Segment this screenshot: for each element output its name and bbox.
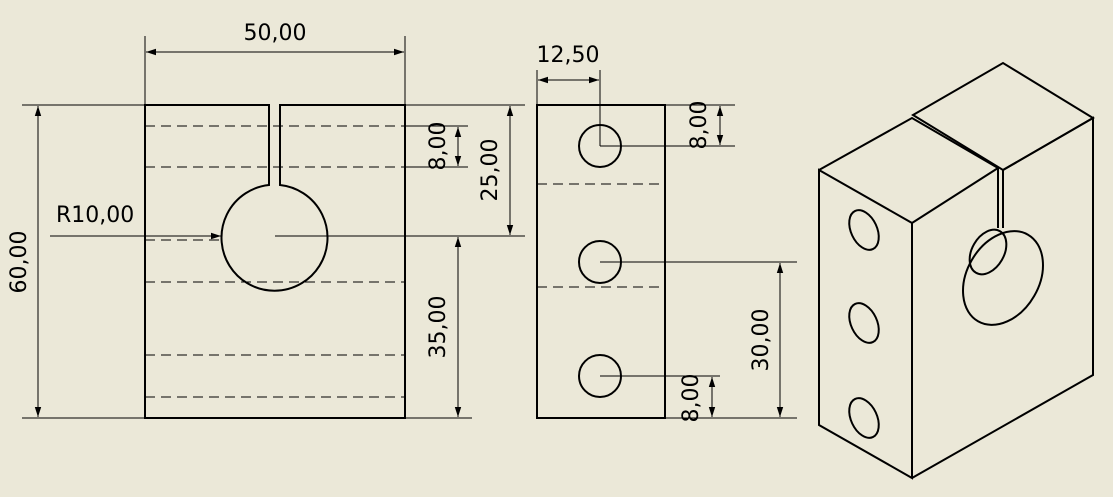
dim-slot-top-hole: 8,00 xyxy=(426,122,451,171)
isometric-view xyxy=(818,61,1095,480)
iso-bore-inner xyxy=(968,228,1008,276)
iso-bore-outer xyxy=(962,230,1044,326)
dim-side-offset: 12,50 xyxy=(537,43,600,68)
iso-right-face xyxy=(911,116,1094,479)
front-view: 50,00 60,00 R10,00 8,00 25,00 35,00 xyxy=(7,21,525,419)
dim-side-bottom-hole: 8,00 xyxy=(679,374,704,423)
iso-left-face xyxy=(818,168,913,480)
dim-front-width: 50,00 xyxy=(244,21,307,46)
front-view-outline xyxy=(144,104,406,419)
iso-top-face-left xyxy=(818,116,1000,224)
side-view: 12,50 8,00 8,00 30,00 xyxy=(536,43,797,423)
iso-side-hole-bottom xyxy=(848,397,880,439)
iso-side-hole-top xyxy=(848,209,880,251)
dim-side-top-hole: 8,00 xyxy=(687,101,712,150)
dim-side-mid-hole: 30,00 xyxy=(749,309,774,372)
dim-front-height: 60,00 xyxy=(7,231,32,294)
iso-top-face-right xyxy=(911,61,1095,172)
iso-side-hole-middle xyxy=(848,302,880,344)
dim-hole-to-bottom: 35,00 xyxy=(426,296,451,359)
dim-hole-to-top: 25,00 xyxy=(478,139,503,202)
dim-radius: R10,00 xyxy=(56,203,134,228)
